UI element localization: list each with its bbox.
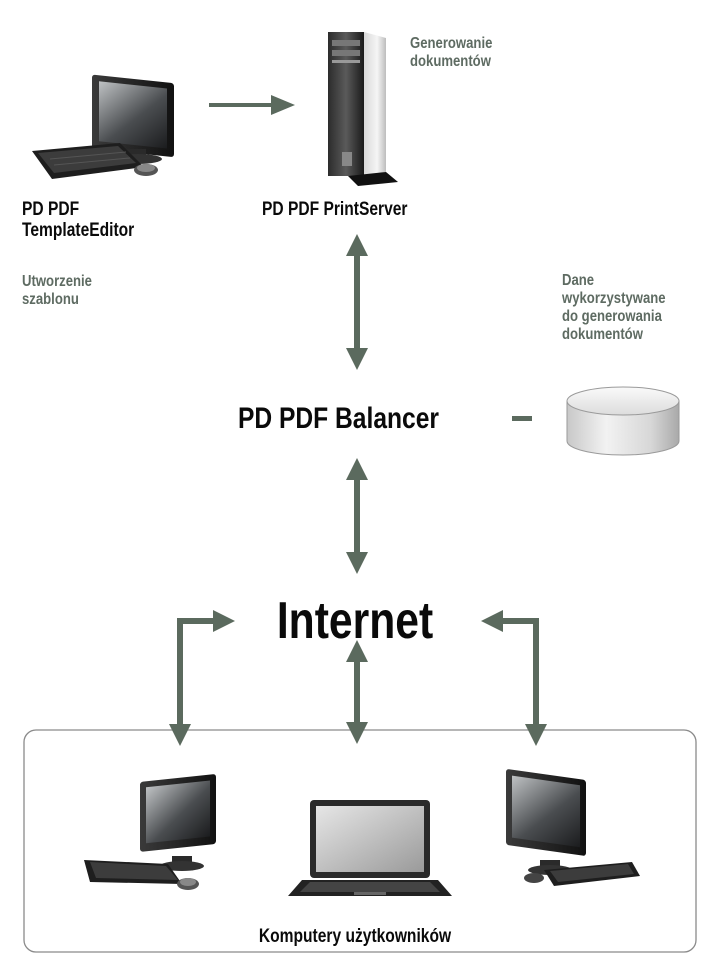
- data-line-3: do generowania: [562, 307, 662, 325]
- arrow-internet-users-center: [346, 640, 368, 744]
- data-line-1: Dane: [562, 272, 595, 289]
- tower-server-icon: [328, 32, 398, 186]
- arrow-printserver-balancer: [346, 234, 368, 370]
- template-editor-name: PD PDF TemplateEditor: [22, 199, 134, 242]
- desktop-computer-icon: [32, 74, 174, 179]
- arrow-balancer-internet: [346, 458, 368, 574]
- generate-documents-line-2: dokumentów: [410, 52, 491, 70]
- generate-documents-line-1: Generowanie: [410, 35, 493, 52]
- create-template-line-1: Utworzenie: [22, 273, 92, 290]
- user-desktop-left-icon: [84, 774, 216, 890]
- template-editor-name-line-1: PD PDF: [22, 199, 80, 220]
- print-server-name: PD PDF PrintServer: [262, 199, 408, 220]
- database-cylinder-icon: [566, 386, 680, 456]
- data-line-2: wykorzystywane: [562, 289, 666, 307]
- generate-documents-annotation: Generowanie dokumentów: [410, 35, 492, 71]
- database-link-line: [512, 416, 532, 421]
- arrow-internet-users-left: [169, 610, 235, 746]
- user-computers-caption: Komputery użytkowników: [258, 926, 452, 947]
- data-for-generation-annotation: Dane wykorzystywane do generowania dokum…: [562, 272, 666, 344]
- user-desktop-right-icon: [506, 769, 640, 886]
- balancer-name: PD PDF Balancer: [238, 402, 439, 435]
- laptop-icon: [288, 800, 452, 896]
- template-editor-name-line-2: TemplateEditor: [22, 220, 135, 242]
- arrow-editor-to-printserver: [209, 95, 295, 115]
- internet-label: Internet: [276, 592, 434, 650]
- data-line-4: dokumentów: [562, 325, 643, 343]
- create-template-line-2: szablonu: [22, 290, 79, 308]
- arrow-internet-users-right: [481, 610, 547, 746]
- create-template-annotation: Utworzenie szablonu: [22, 273, 92, 309]
